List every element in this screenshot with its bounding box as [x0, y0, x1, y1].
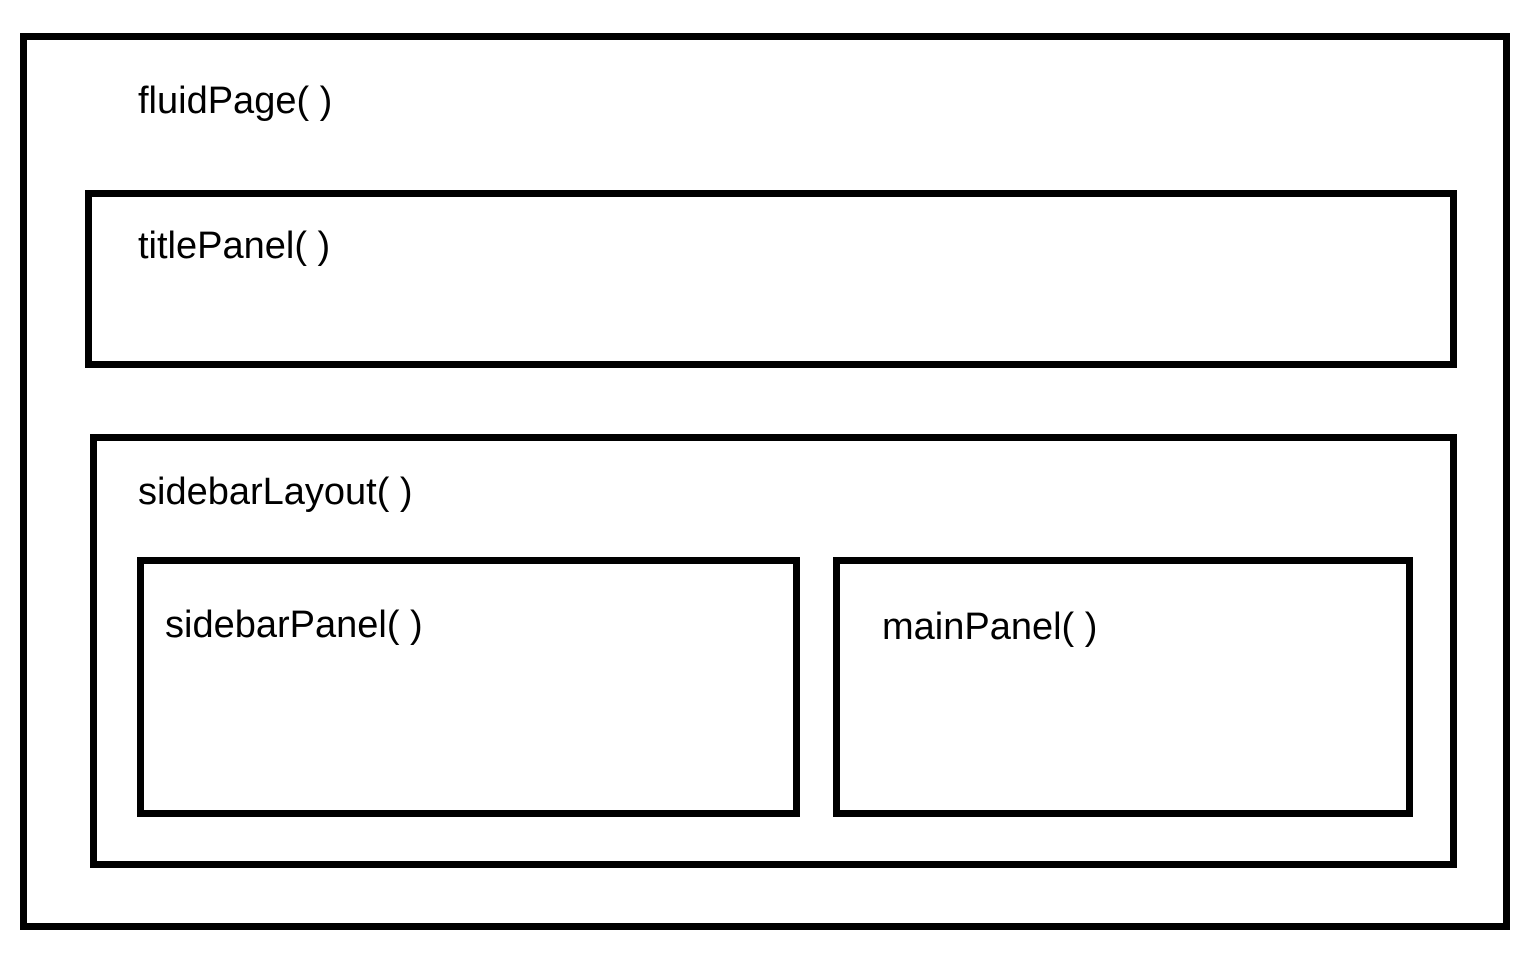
sidebarlayout-label: sidebarLayout( ): [138, 471, 413, 513]
fluidpage-label: fluidPage( ): [138, 80, 333, 122]
mainpanel-box: mainPanel( ): [833, 557, 1413, 817]
fluidpage-box: fluidPage( ) titlePanel( ) sidebarLayout…: [20, 33, 1510, 930]
titlepanel-label: titlePanel( ): [138, 225, 331, 267]
mainpanel-label: mainPanel( ): [882, 606, 1098, 648]
sidebarpanel-label: sidebarPanel( ): [165, 604, 423, 646]
titlepanel-box: titlePanel( ): [85, 190, 1457, 368]
sidebarpanel-box: sidebarPanel( ): [137, 557, 800, 817]
sidebarlayout-box: sidebarLayout( ) sidebarPanel( ) mainPan…: [90, 434, 1457, 868]
